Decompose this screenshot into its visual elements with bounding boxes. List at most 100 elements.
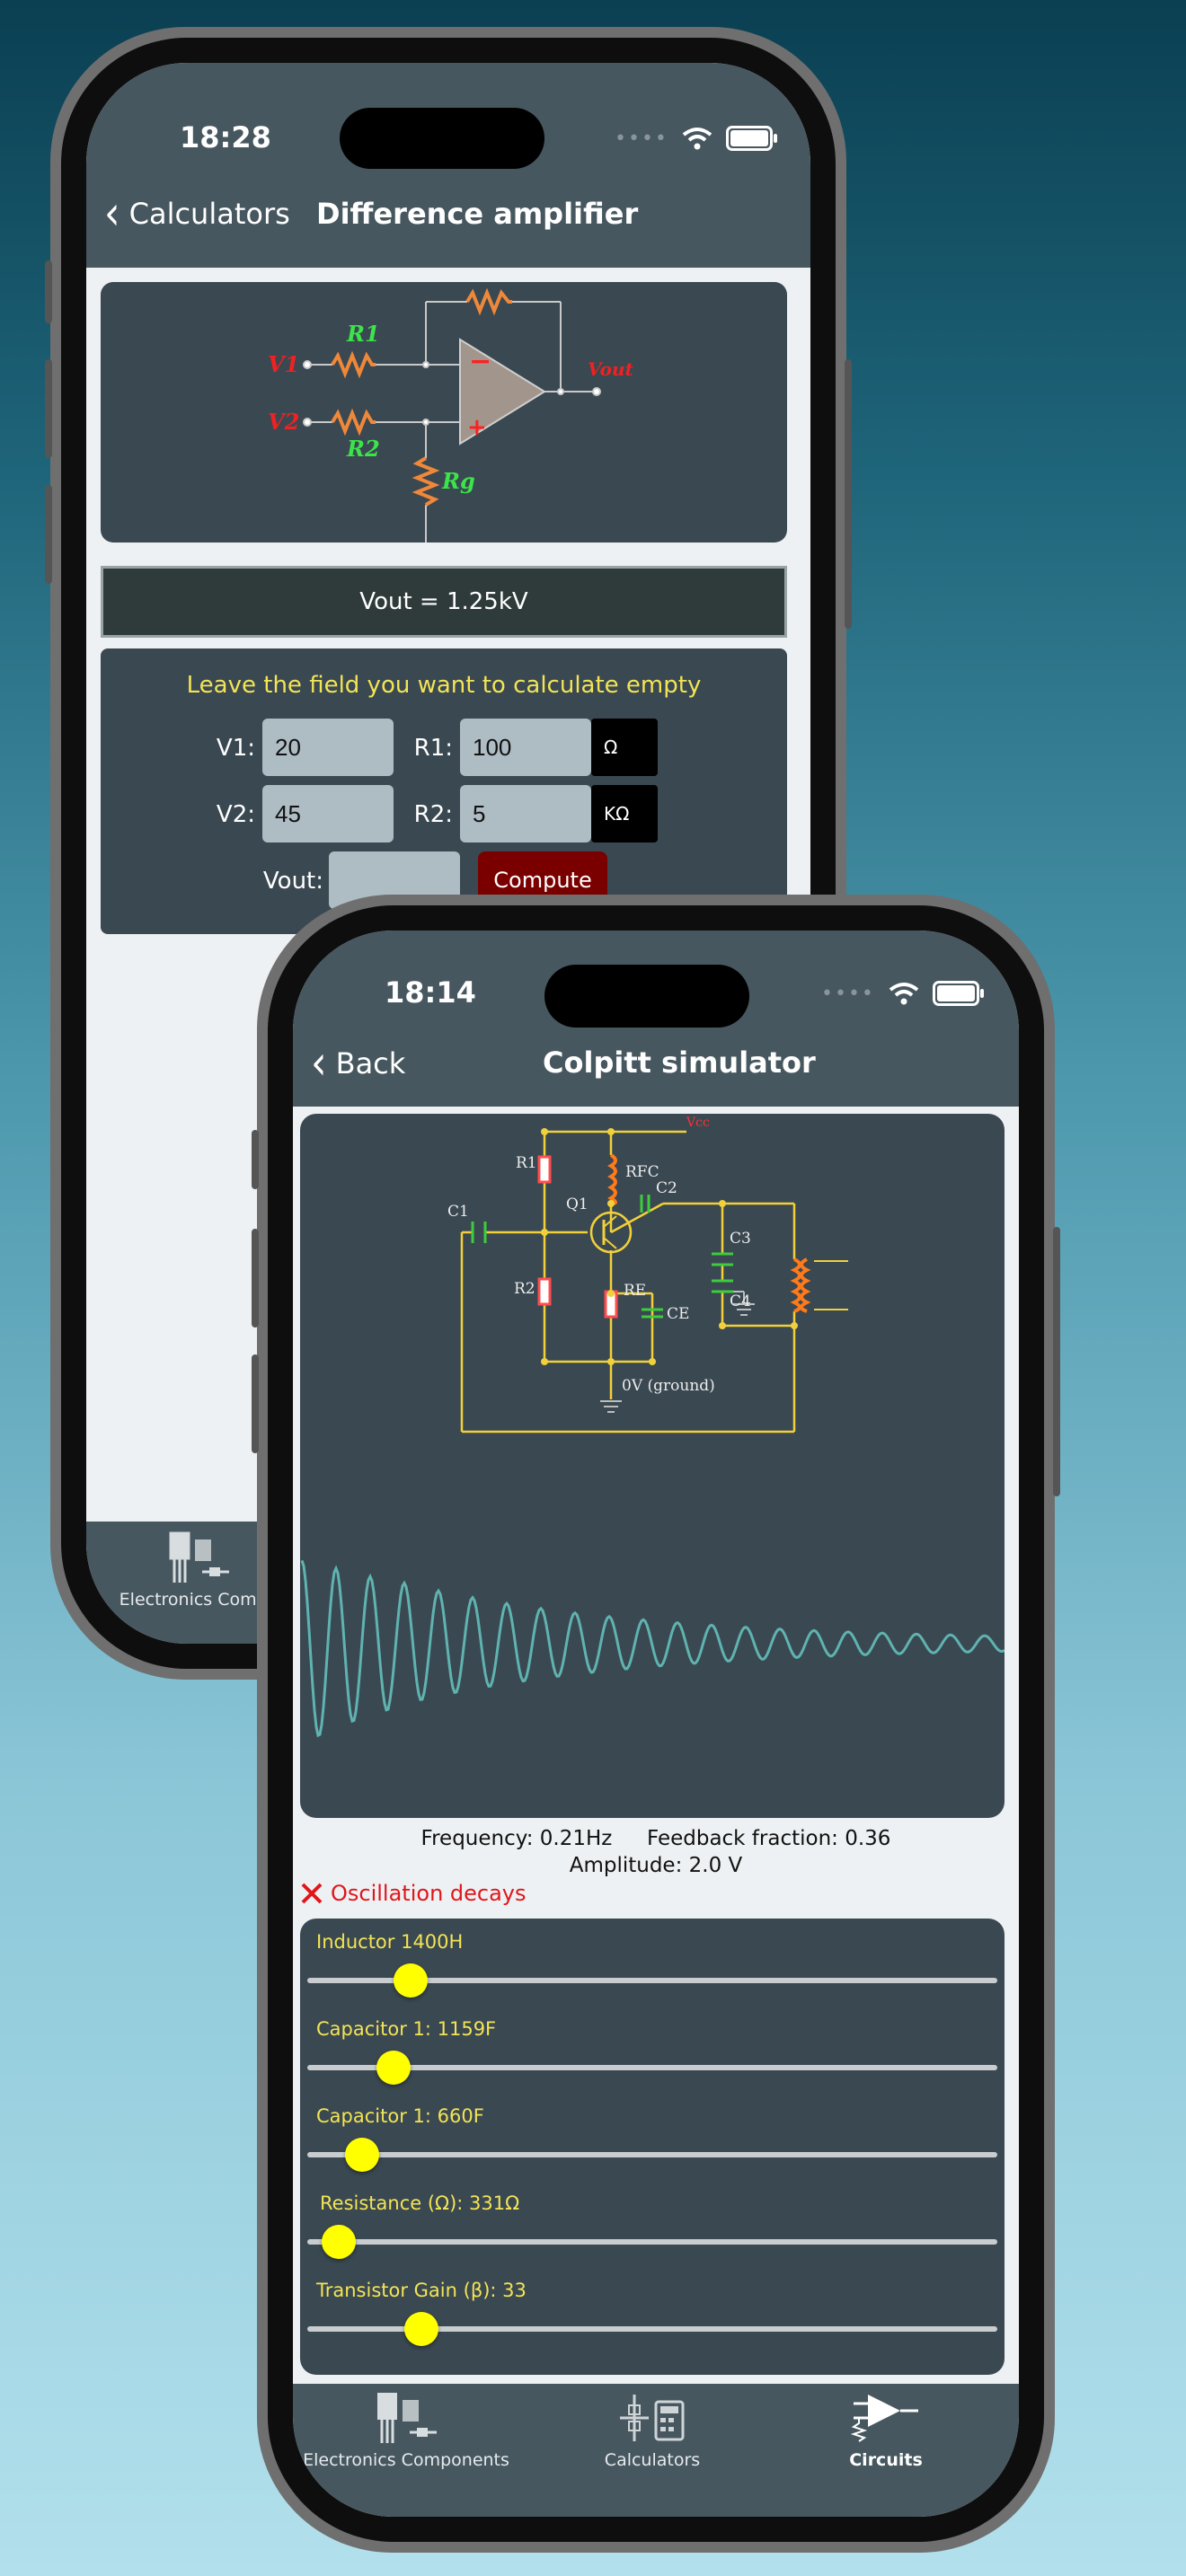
tab-bar: Electronics Components Calculators xyxy=(293,2384,1019,2517)
slider-thumb[interactable] xyxy=(394,1963,429,1998)
signal-icon: •••• xyxy=(615,127,668,150)
wifi-icon xyxy=(889,983,919,1005)
components-icon xyxy=(377,2393,437,2443)
vout-label: Vout: xyxy=(262,868,323,895)
label-v2: V2 xyxy=(268,409,299,435)
r1-label: R1: xyxy=(413,735,453,762)
status-time: 18:14 xyxy=(385,975,476,1010)
r2-label: R2: xyxy=(413,801,453,828)
slider-label: Capacitor 1: 660F xyxy=(316,2105,484,2127)
back-button[interactable]: ‹ Back xyxy=(311,1039,406,1087)
schematic-panel: − + V1 V2 R1 R2 Rg Vout xyxy=(101,282,787,543)
damped-waveform xyxy=(300,1559,1005,1738)
label-ce: CE xyxy=(667,1305,689,1323)
calculators-icon xyxy=(620,2395,685,2441)
form-hint: Leave the field you want to calculate em… xyxy=(186,672,702,699)
calculator-form: Leave the field you want to calculate em… xyxy=(101,648,787,934)
label-r1: R1 xyxy=(346,321,380,347)
screen: 18:14 •••• ‹ Back Colpitt simulator xyxy=(293,931,1019,2517)
volume-down-button xyxy=(252,1354,259,1453)
volume-up-button xyxy=(252,1229,259,1328)
slider-label: Inductor 1400H xyxy=(316,1931,464,1953)
colpitts-schematic: Vcc R1 RFC C2 Q1 C1 C3 C4 R2 RE CE 0V (g… xyxy=(300,1116,1005,1738)
signal-icon: •••• xyxy=(821,982,875,1005)
label-r2: R2 xyxy=(514,1280,535,1298)
slider-thumb[interactable] xyxy=(345,2138,380,2172)
label-re: RE xyxy=(624,1282,646,1300)
slider-track[interactable] xyxy=(307,1978,997,1983)
tab-electronics-components[interactable]: Electronics Components xyxy=(298,2391,514,2470)
v2-label: V2: xyxy=(216,801,255,828)
difference-amplifier-schematic: − + V1 V2 R1 R2 Rg Vout xyxy=(268,287,634,543)
label-vout: Vout xyxy=(588,358,634,380)
tab-circuits[interactable]: Circuits xyxy=(796,2391,976,2470)
label-c3: C3 xyxy=(730,1230,751,1248)
warning-text: Oscillation decays xyxy=(331,1881,527,1906)
label-rfc: RFC xyxy=(625,1163,659,1181)
slider-track[interactable] xyxy=(307,2326,997,2332)
mute-switch xyxy=(45,260,52,323)
label-c2: C2 xyxy=(656,1179,677,1197)
label-c1: C1 xyxy=(447,1203,469,1221)
slider-track[interactable] xyxy=(307,2065,997,2070)
label-r2: R2 xyxy=(346,436,380,462)
back-label: Back xyxy=(335,1046,406,1081)
dynamic-island xyxy=(544,965,749,1028)
label-q1: Q1 xyxy=(566,1195,589,1213)
slider-track[interactable] xyxy=(307,2239,997,2245)
phone-colpitt-simulator: 18:14 •••• ‹ Back Colpitt simulator xyxy=(252,895,1060,2553)
label-r1: R1 xyxy=(516,1154,537,1172)
frequency-readout: Frequency: 0.21Hz xyxy=(420,1827,613,1850)
status-icons: •••• xyxy=(615,126,777,151)
tab-calculators[interactable]: Calculators xyxy=(562,2391,742,2470)
battery-icon xyxy=(932,981,984,1006)
r2-input[interactable]: 5 xyxy=(460,785,591,842)
r2-unit-picker[interactable]: KΩ xyxy=(591,785,658,842)
mute-switch xyxy=(252,1130,259,1189)
slider-label: Resistance (Ω): 331Ω xyxy=(320,2192,520,2214)
navigation-header: 18:14 •••• ‹ Back Colpitt simulator xyxy=(293,931,1019,1107)
components-icon xyxy=(169,1531,229,1583)
r1-unit-picker[interactable]: Ω xyxy=(591,719,658,776)
tab-label: Electronics Compo xyxy=(119,1590,279,1610)
slider-thumb[interactable] xyxy=(403,2312,438,2346)
dynamic-island xyxy=(340,108,544,169)
navigation-header: 18:28 •••• ‹ Calculators Difference ampl… xyxy=(86,63,810,268)
slider-thumb[interactable] xyxy=(321,2225,356,2259)
status-icons: •••• xyxy=(821,981,984,1006)
v1-label: V1: xyxy=(216,735,255,762)
power-button xyxy=(845,359,852,629)
page-title: Colpitt simulator xyxy=(543,1045,816,1080)
circuits-icon xyxy=(850,2395,918,2442)
slider-label: Capacitor 1: 1159F xyxy=(316,2018,497,2040)
slider-thumb[interactable] xyxy=(376,2051,411,2085)
chevron-left-icon: ‹ xyxy=(311,1035,327,1090)
status-time: 18:28 xyxy=(180,120,271,154)
back-button[interactable]: ‹ Calculators xyxy=(104,190,290,237)
tab-electronics-components[interactable]: Electronics Compo xyxy=(104,1531,293,1610)
feedback-readout: Feedback fraction: 0.36 xyxy=(646,1827,891,1850)
oscillation-warning: Oscillation decays xyxy=(300,1881,527,1906)
volume-up-button xyxy=(45,359,52,458)
label-c4: C4 xyxy=(730,1292,751,1310)
label-v1: V1 xyxy=(268,351,299,377)
v2-input[interactable]: 45 xyxy=(262,785,394,842)
frequency-feedback-readout: Frequency: 0.21Hz Feedback fraction: 0.3… xyxy=(293,1827,1019,1850)
parameter-sliders: Inductor 1400H Capacitor 1: 1159F Capacito… xyxy=(300,1919,1005,2375)
label-rg: Rg xyxy=(441,468,475,494)
page-title: Difference amplifier xyxy=(316,197,639,231)
close-icon xyxy=(301,1883,323,1904)
simulator-panel: Vcc R1 RFC C2 Q1 C1 C3 C4 R2 RE CE 0V (g… xyxy=(300,1114,1005,1818)
slider-label: Transistor Gain (β): 33 xyxy=(316,2280,527,2301)
amplitude-readout: Amplitude: 2.0 V xyxy=(569,1854,743,1877)
v1-input[interactable]: 20 xyxy=(262,719,394,776)
svg-text:−: − xyxy=(469,346,491,377)
label-vcc: Vcc xyxy=(686,1116,710,1130)
back-label: Calculators xyxy=(128,197,290,231)
r1-input[interactable]: 100 xyxy=(460,719,591,776)
label-ground: 0V (ground) xyxy=(622,1377,715,1395)
slider-track[interactable] xyxy=(307,2152,997,2157)
svg-text:+: + xyxy=(467,414,487,441)
tab-label: Calculators xyxy=(604,2450,701,2470)
battery-icon xyxy=(725,126,777,151)
